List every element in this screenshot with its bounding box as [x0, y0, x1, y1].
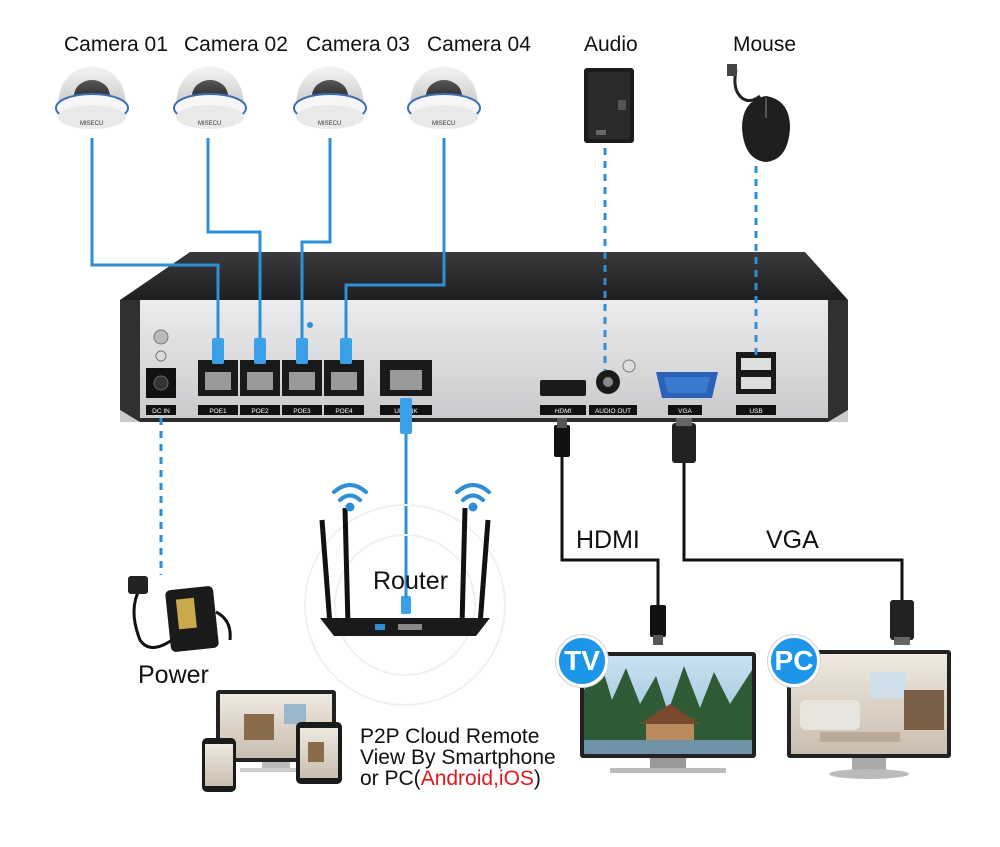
camera-01-label: Camera 01	[64, 33, 168, 56]
dashed-links	[159, 148, 758, 575]
p2p-line-3-prefix: or PC(	[360, 767, 421, 790]
camera-04: MISECU	[407, 66, 481, 129]
camera-03-label: Camera 03	[306, 33, 410, 56]
svg-text:MISECU: MISECU	[80, 121, 103, 127]
p2p-line-3: or PC(Android,iOS)	[360, 768, 556, 789]
speaker-icon	[584, 68, 634, 143]
mouse-icon	[727, 64, 790, 162]
router-icon	[304, 504, 506, 706]
vga-cable	[672, 418, 914, 645]
camera-03: MISECU	[293, 66, 367, 129]
p2p-line-3-suffix: )	[533, 767, 541, 790]
hdmi-label: HDMI	[576, 526, 640, 554]
remote-devices-icon	[202, 690, 342, 792]
audio-out-port	[589, 370, 637, 415]
nvr-recorder	[120, 252, 848, 422]
power-adapter-icon	[128, 576, 232, 652]
p2p-line-1: P2P Cloud Remote	[360, 725, 540, 748]
poe4-label: POE4	[335, 408, 353, 415]
svg-text:MISECU: MISECU	[432, 121, 455, 127]
vga-label: VGA	[766, 526, 819, 554]
camera-02: MISECU	[173, 66, 247, 129]
rj45-plugs	[212, 338, 412, 614]
dc-in-label: DC IN	[152, 408, 170, 415]
camera-02-label: Camera 02	[184, 33, 288, 56]
dc-in-port	[146, 368, 176, 415]
router-label: Router	[373, 567, 449, 595]
camera-cables	[90, 138, 446, 340]
poe1-label: POE1	[209, 408, 227, 415]
poe3-label: POE3	[293, 408, 311, 415]
tv-badge: TV	[556, 635, 608, 687]
audio-out-label: AUDIO OUT	[595, 408, 631, 415]
vga-port-label: VGA	[678, 408, 692, 415]
audio-label: Audio	[584, 33, 638, 56]
p2p-os-list: Android,iOS	[420, 767, 534, 790]
hdmi-port	[540, 380, 586, 415]
pc-monitor-icon	[787, 650, 951, 779]
camera-04-label: Camera 04	[427, 33, 531, 56]
poe2-label: POE2	[251, 408, 269, 415]
svg-text:MISECU: MISECU	[198, 121, 221, 127]
wifi-icon	[332, 483, 491, 512]
usb-ports	[736, 352, 776, 415]
usb-label: USB	[749, 408, 762, 415]
svg-text:MISECU: MISECU	[318, 121, 341, 127]
mouse-label: Mouse	[733, 33, 797, 56]
vga-port	[656, 372, 718, 415]
hdmi-port-label: HDMI	[555, 408, 572, 415]
poe-ports	[198, 360, 364, 415]
tv-icon	[580, 652, 756, 773]
power-label: Power	[138, 661, 209, 689]
p2p-line-2: View By Smartphone	[360, 746, 556, 769]
p2p-caption: P2P Cloud Remote View By Smartphone or P…	[360, 726, 556, 789]
camera-01: MISECU	[55, 66, 129, 129]
pc-badge: PC	[768, 635, 820, 687]
hdmi-cable	[554, 418, 666, 645]
